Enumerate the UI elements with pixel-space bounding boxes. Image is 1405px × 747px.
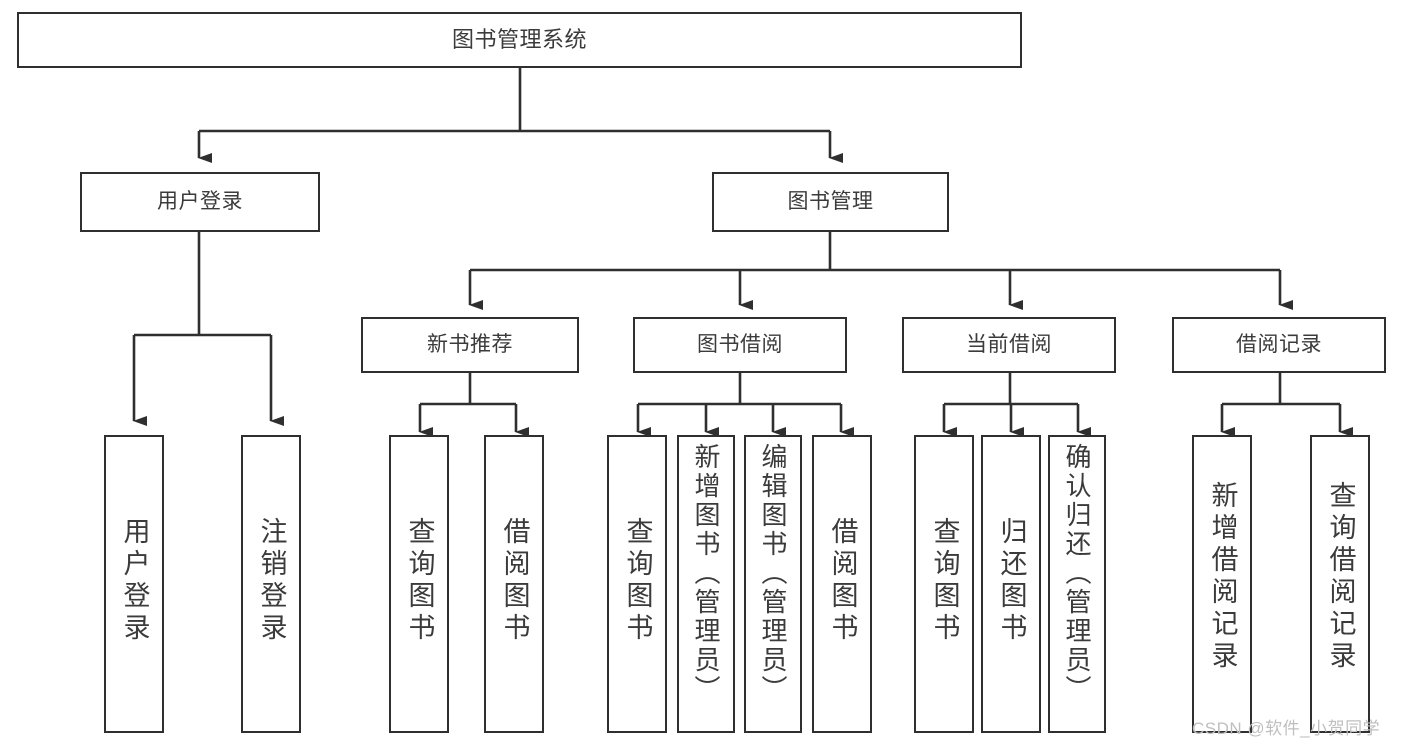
node-root-book-management-system[interactable]: 图书管理系统 <box>17 12 1022 68</box>
csdn-watermark: CSDN @软件_小贺同学 <box>1192 719 1381 738</box>
node-book-borrow[interactable]: 图书借阅 <box>633 317 847 373</box>
leaf-br-query-record[interactable]: 查询借阅记录 <box>1310 435 1370 733</box>
node-book-management[interactable]: 图书管理 <box>712 172 949 232</box>
node-label: 借阅记录 <box>1236 333 1322 357</box>
node-borrow-record[interactable]: 借阅记录 <box>1172 317 1386 373</box>
node-label: 归还图书 <box>996 517 1027 645</box>
node-label: 用户登录 <box>157 190 243 214</box>
leaf-nb-query-book[interactable]: 查询图书 <box>389 435 449 733</box>
node-label: 查询图书 <box>929 517 960 645</box>
node-label: 借阅图书 <box>499 517 530 645</box>
leaf-br-add-record[interactable]: 新增借阅记录 <box>1192 435 1252 733</box>
node-label: 查询图书 <box>622 517 653 645</box>
node-label: 图书管理 <box>787 190 874 214</box>
node-label: 用户登录 <box>119 517 150 645</box>
leaf-bb-query-book[interactable]: 查询图书 <box>607 435 667 733</box>
leaf-logout[interactable]: 注销登录 <box>241 435 301 733</box>
leaf-cb-query-book[interactable]: 查询图书 <box>914 435 974 733</box>
node-label: 当前借阅 <box>966 333 1052 357</box>
leaf-user-login[interactable]: 用户登录 <box>104 435 164 733</box>
node-label: 新增图书（管理员） <box>691 443 721 704</box>
node-label: 图书借阅 <box>697 333 783 357</box>
node-label: 新增借阅记录 <box>1207 481 1238 673</box>
node-label: 新书推荐 <box>427 333 513 357</box>
leaf-cb-confirm-return-admin[interactable]: 确认归还（管理员） <box>1048 435 1106 733</box>
node-label: 注销登录 <box>256 517 287 645</box>
leaf-cb-return-book[interactable]: 归还图书 <box>981 435 1041 733</box>
leaf-bb-edit-book-admin[interactable]: 编辑图书（管理员） <box>744 435 802 733</box>
node-label: 查询借阅记录 <box>1325 481 1356 673</box>
node-user-login[interactable]: 用户登录 <box>80 172 320 232</box>
leaf-nb-borrow-book[interactable]: 借阅图书 <box>484 435 544 733</box>
node-label: 编辑图书（管理员） <box>758 443 788 704</box>
leaf-bb-add-book-admin[interactable]: 新增图书（管理员） <box>677 435 735 733</box>
node-label: 确认归还（管理员） <box>1062 443 1092 704</box>
node-new-book-recommend[interactable]: 新书推荐 <box>361 317 579 373</box>
node-label: 借阅图书 <box>827 517 858 645</box>
node-current-borrow[interactable]: 当前借阅 <box>902 317 1116 373</box>
node-label: 图书管理系统 <box>451 26 587 52</box>
node-label: 查询图书 <box>404 517 435 645</box>
leaf-bb-borrow-book[interactable]: 借阅图书 <box>812 435 872 733</box>
